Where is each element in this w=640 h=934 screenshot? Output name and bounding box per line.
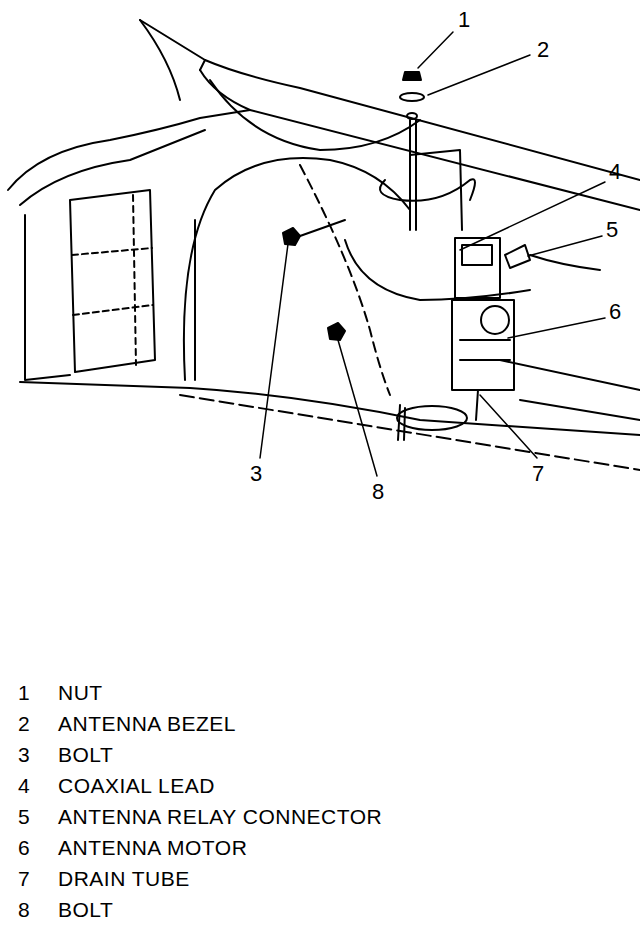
legend-number: 3	[18, 744, 30, 765]
antenna-grommet	[407, 113, 417, 119]
body-line	[140, 20, 640, 180]
floor-line	[500, 360, 640, 420]
part-name: ANTENNA BEZEL	[58, 713, 236, 734]
part-name: COAXIAL LEAD	[58, 775, 215, 796]
leader-line	[508, 318, 605, 338]
body-line	[200, 60, 205, 70]
part-name: BOLT	[58, 744, 113, 765]
nut	[403, 72, 421, 80]
drain-tube	[397, 406, 467, 430]
leader-line	[428, 55, 530, 95]
leader-line	[418, 32, 453, 68]
legend-number: 7	[18, 868, 30, 889]
bolt	[283, 228, 300, 245]
body-line	[140, 20, 180, 100]
drain-tube	[476, 390, 478, 420]
wheel-well	[194, 220, 196, 380]
legend-number: 2	[18, 713, 30, 734]
part-name: ANTENNA MOTOR	[58, 837, 247, 858]
drain-tube	[398, 405, 405, 440]
coaxial-lead	[345, 240, 530, 300]
tail-lamp	[72, 248, 153, 315]
callout-number: 8	[370, 480, 387, 504]
relay-wire	[530, 255, 600, 270]
antenna-motor	[462, 245, 492, 265]
shelf-line	[210, 80, 420, 150]
legend-number: 5	[18, 806, 30, 827]
callout-number: 1	[456, 8, 473, 32]
body-line	[200, 70, 640, 210]
relay-connector	[505, 245, 530, 268]
body-line	[8, 110, 250, 190]
legend-number: 8	[18, 899, 30, 920]
callout-number: 6	[607, 300, 624, 324]
leader-line	[480, 395, 537, 458]
leader-line	[260, 244, 288, 458]
tail-lamp	[133, 195, 136, 365]
legend-number: 1	[18, 682, 30, 703]
callout-number: 7	[530, 462, 547, 486]
callout-number: 5	[604, 218, 621, 242]
bolt	[328, 323, 345, 340]
part-name: BOLT	[58, 899, 113, 920]
legend-number: 6	[18, 837, 30, 858]
body-line	[25, 215, 70, 380]
antenna-mast	[410, 120, 416, 230]
callout-number: 2	[535, 38, 552, 62]
wheel-well	[300, 165, 390, 395]
antenna-bezel	[400, 93, 424, 101]
antenna-motor	[452, 300, 514, 390]
leader-line	[460, 182, 605, 250]
leader-line	[528, 236, 602, 256]
part-name: ANTENNA RELAY CONNECTOR	[58, 806, 382, 827]
tail-lamp	[70, 190, 155, 372]
part-name: DRAIN TUBE	[58, 868, 190, 889]
coaxial-lead	[380, 179, 475, 201]
antenna-motor	[455, 238, 500, 298]
bolt-line	[300, 220, 345, 236]
leader-lines	[260, 32, 605, 476]
floor-line	[180, 395, 640, 470]
antenna-motor	[481, 306, 509, 334]
callout-number: 4	[607, 160, 624, 184]
wheel-well	[184, 158, 410, 380]
callout-number: 3	[248, 462, 265, 486]
part-name: NUT	[58, 682, 103, 703]
leader-line	[338, 340, 377, 476]
antenna-motor	[460, 340, 510, 360]
floor-line	[20, 382, 640, 435]
legend-number: 4	[18, 775, 30, 796]
